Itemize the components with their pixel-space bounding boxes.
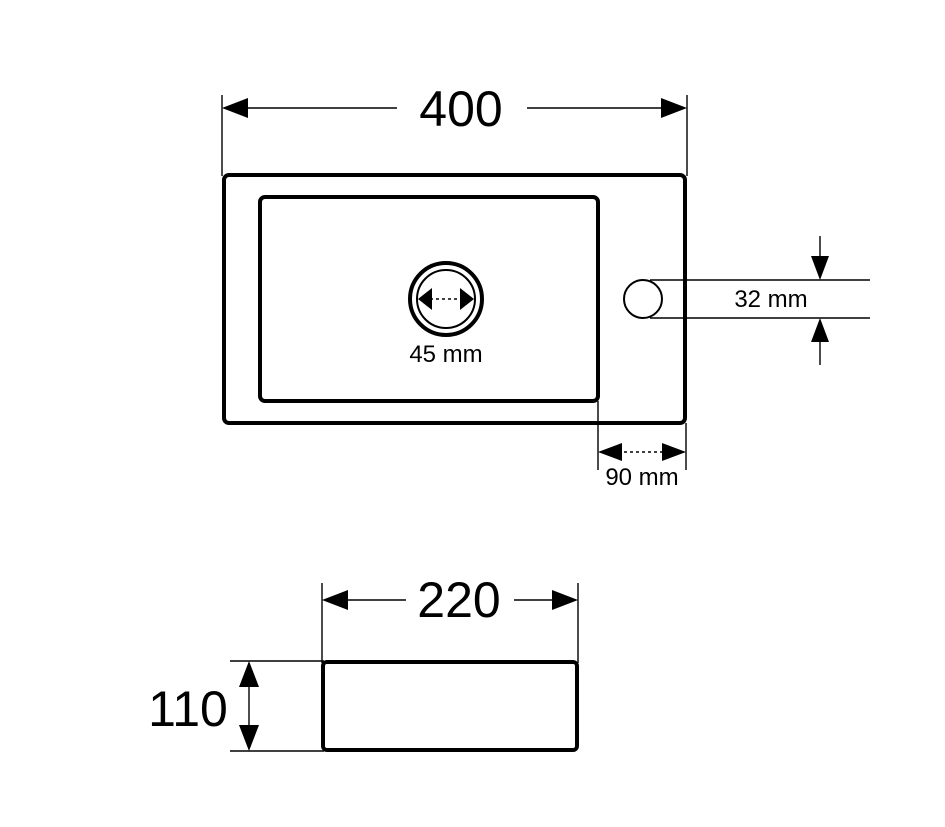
tap-hole: 32 mm	[623, 236, 870, 365]
depth-label: 220	[417, 572, 500, 628]
basin-inner-bowl	[258, 195, 600, 403]
drain-arrow-left	[418, 288, 432, 310]
offset-arrow-right	[662, 443, 686, 461]
width-arrow-left	[222, 98, 248, 118]
overall-width-dimension: 400	[221, 81, 688, 176]
depth-arrow-left	[322, 590, 348, 610]
tap-hole-arrow-down	[811, 256, 829, 280]
basin-outer-outline	[222, 173, 687, 425]
height-arrow-up	[239, 661, 259, 687]
side-view: 220 110	[148, 572, 579, 752]
depth-arrow-right	[552, 590, 578, 610]
top-view: 45 mm 32 mm 400	[221, 81, 870, 491]
drain-inner-ring	[416, 269, 476, 329]
height-label: 110	[148, 681, 228, 737]
overall-width-label: 400	[419, 81, 502, 137]
drain-diameter-label: 45 mm	[409, 341, 482, 368]
drain-arrow-right	[460, 288, 474, 310]
tap-hole-arrow-up	[811, 318, 829, 342]
height-arrow-down	[239, 725, 259, 751]
tap-hole-circle	[623, 279, 663, 319]
height-dimension: 110	[148, 660, 324, 752]
drain: 45 mm	[408, 261, 484, 368]
tap-offset-dimension: 90 mm	[597, 401, 687, 491]
offset-arrow-left	[598, 443, 622, 461]
tap-hole-diameter-label: 32 mm	[734, 286, 807, 313]
tap-offset-label: 90 mm	[605, 464, 678, 491]
drain-outer-ring	[408, 261, 484, 337]
side-view-outline	[321, 660, 579, 752]
depth-dimension: 220	[321, 572, 579, 663]
width-arrow-right	[661, 98, 687, 118]
